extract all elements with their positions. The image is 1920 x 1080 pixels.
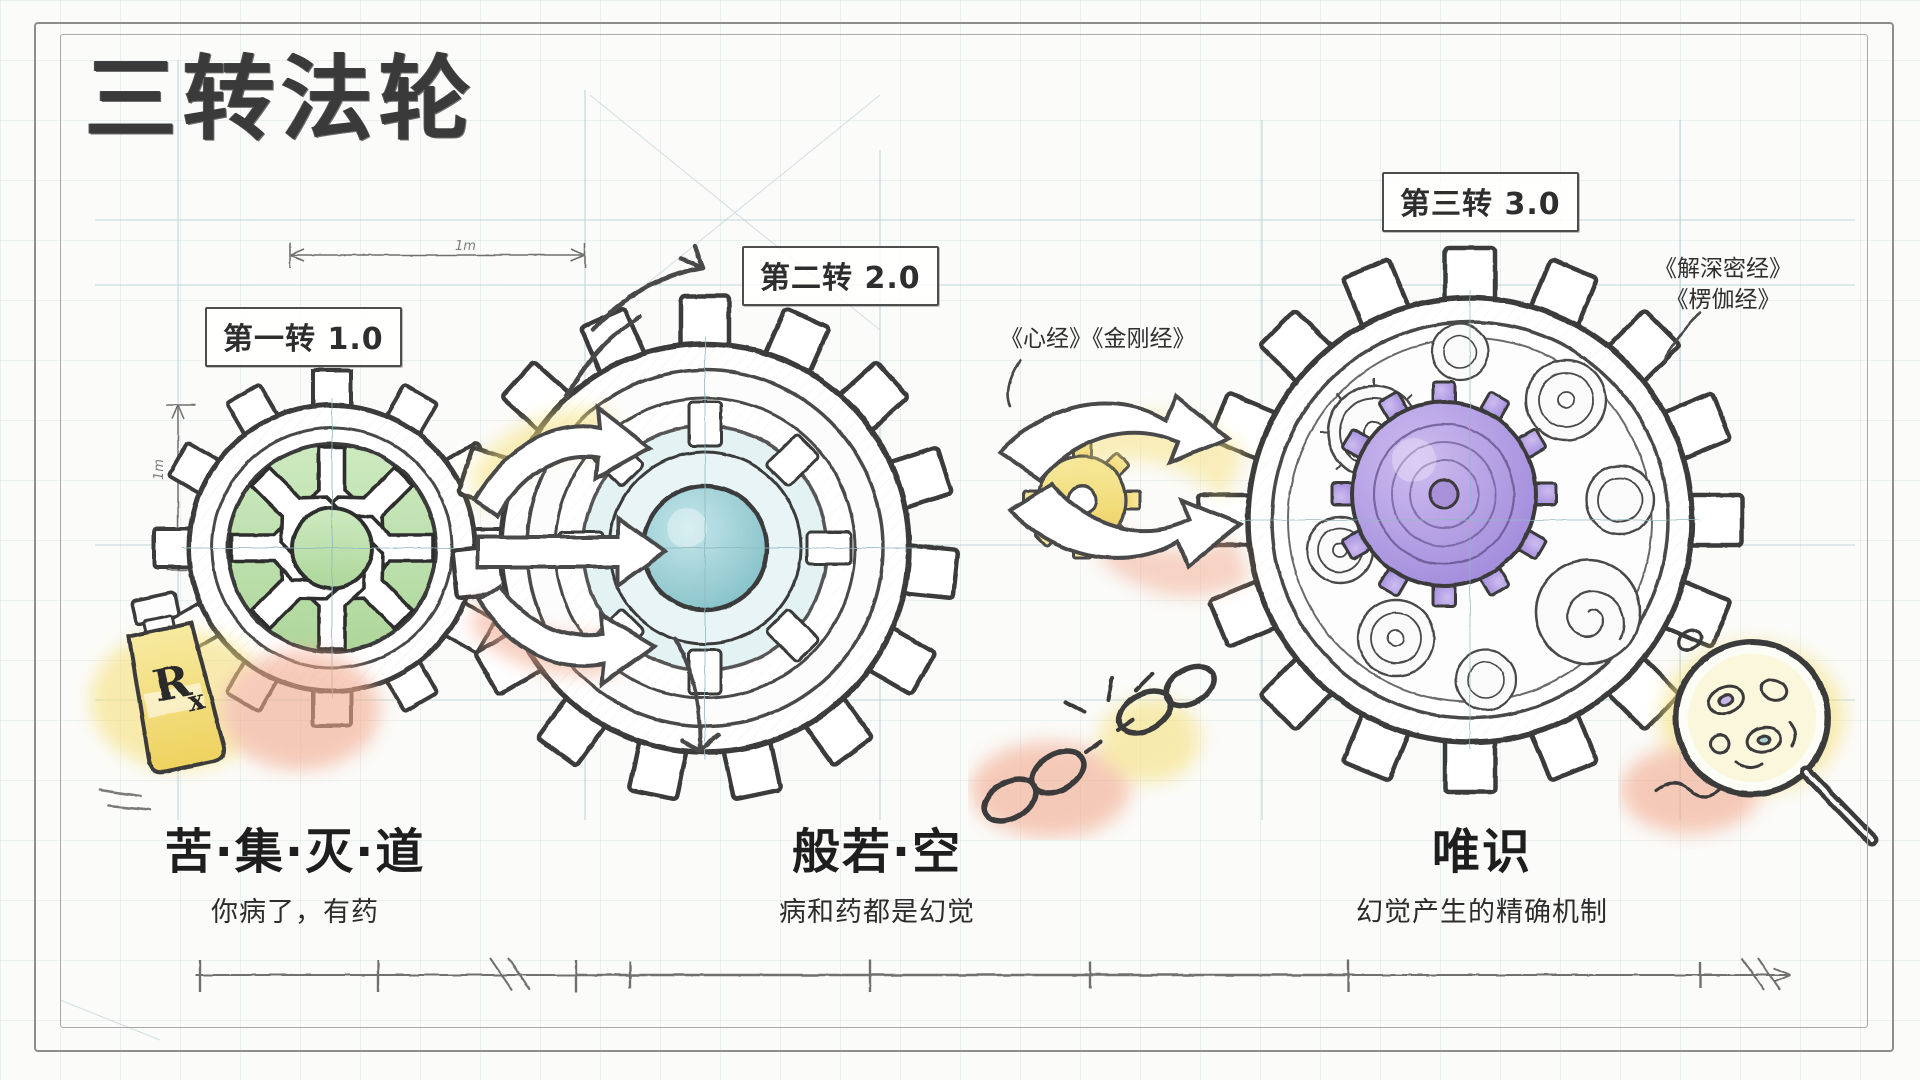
caption-subtitle-3: 幻觉产生的精确机制 (1356, 896, 1608, 928)
sutra-annotation-stage-2: 《心经》《金刚经》 (1000, 326, 1196, 352)
sutra-annotation-stage-3: 《解深密经》 《楞伽经》 (1654, 254, 1792, 316)
caption-subtitle-2: 病和药都是幻觉 (779, 896, 975, 928)
gear-stage-1 (152, 368, 512, 728)
stage-label-1: 第一转 1.0 (205, 307, 402, 367)
caption-subtitle-1: 你病了，有药 (211, 896, 379, 928)
caption-heading-3: 唯识 (1431, 824, 1532, 880)
svg-text:x: x (184, 683, 207, 719)
sheet-border-inner (60, 34, 1868, 1028)
dimension-label-top: 1m (455, 239, 476, 254)
caption-heading-1: 苦·集·灭·道 (164, 824, 426, 880)
page-title: 三转法轮 (85, 46, 478, 153)
sutra-line-1: 《解深密经》 (1654, 256, 1792, 282)
caption-stage-1: 苦·集·灭·道 你病了，有药 (35, 826, 555, 929)
bottom-ruler (195, 957, 1791, 992)
sheet-border-outer (34, 22, 1894, 1052)
magnifier-microbe-icon (1620, 628, 1879, 847)
arrow-stage2-to-stage3 (996, 392, 1250, 596)
stage-label-3: 第三转 3.0 (1382, 172, 1579, 232)
gear-stage-3 (1195, 245, 1745, 795)
caption-stage-2: 般若·空 病和药都是幻觉 (617, 826, 1137, 929)
caption-stage-3: 唯识 幻觉产生的精确机制 (1222, 826, 1742, 929)
broken-chain-icon (970, 663, 1217, 838)
rx-medicine-bottle-icon: R x (90, 591, 380, 812)
sutra-line-2: 《楞伽经》 (1665, 286, 1781, 313)
caption-heading-2: 般若·空 (791, 824, 963, 880)
stage-label-2: 第二转 2.0 (742, 246, 939, 306)
arrow-stage1-to-stage2 (470, 403, 669, 689)
dimension-label-left: 1m (152, 459, 167, 480)
